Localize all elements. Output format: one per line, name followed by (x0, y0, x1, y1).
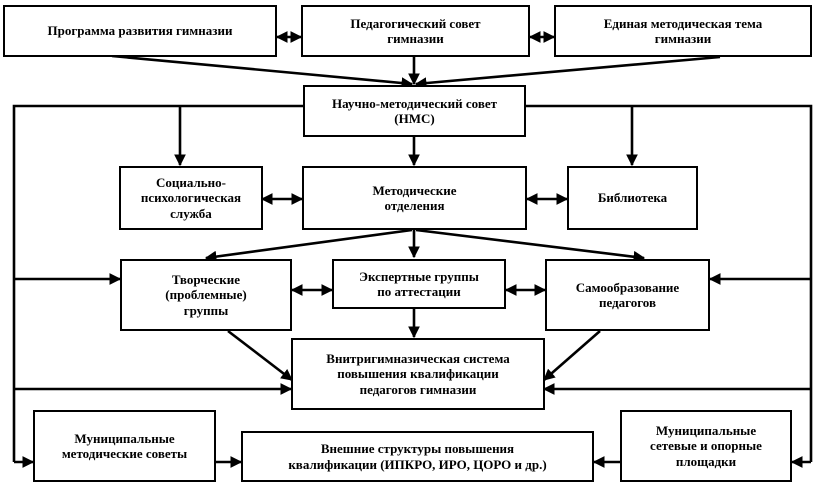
node-samoobrazovanie: Самообразование педагогов (545, 259, 710, 331)
arrow-programma-nms (111, 54, 414, 89)
node-biblioteka: Библиотека (567, 166, 698, 230)
node-tvorcheskie: Творческие (проблемные) группы (120, 259, 292, 331)
node-pedsovet: Педагогический совет гимназии (301, 5, 530, 57)
right-loop-line (526, 104, 813, 462)
arrow-method-samoobrazovanie (415, 228, 646, 263)
node-munic-sovety: Муниципальные методические советы (33, 410, 216, 482)
arrow-tvorcheskie-vnutrigymn (227, 329, 293, 382)
node-programma: Программа развития гимназии (3, 5, 277, 57)
node-vneshnie: Внешние структуры повышения квалификации… (241, 431, 594, 482)
node-munic-ploshchadki: Муниципальные сетевые и опорные площадки (620, 410, 792, 482)
node-nms: Научно-методический совет (НМС) (303, 85, 526, 137)
arrow-method-tvorcheskie (204, 228, 413, 263)
node-expertnye: Экспертные группы по аттестации (332, 259, 506, 309)
left-loop-line (12, 104, 304, 462)
node-edinaya-tema: Единая методическая тема гимназии (554, 5, 812, 57)
node-vnutrigymn: Внитригимназическая система повышения кв… (291, 338, 545, 410)
arrow-samoobrazovanie-vnutrigymn (543, 330, 601, 381)
node-method-otdel: Методические отделения (302, 166, 527, 230)
arrow-tema-nms (414, 55, 721, 89)
node-social-service: Социально- психологическая служба (119, 166, 263, 230)
